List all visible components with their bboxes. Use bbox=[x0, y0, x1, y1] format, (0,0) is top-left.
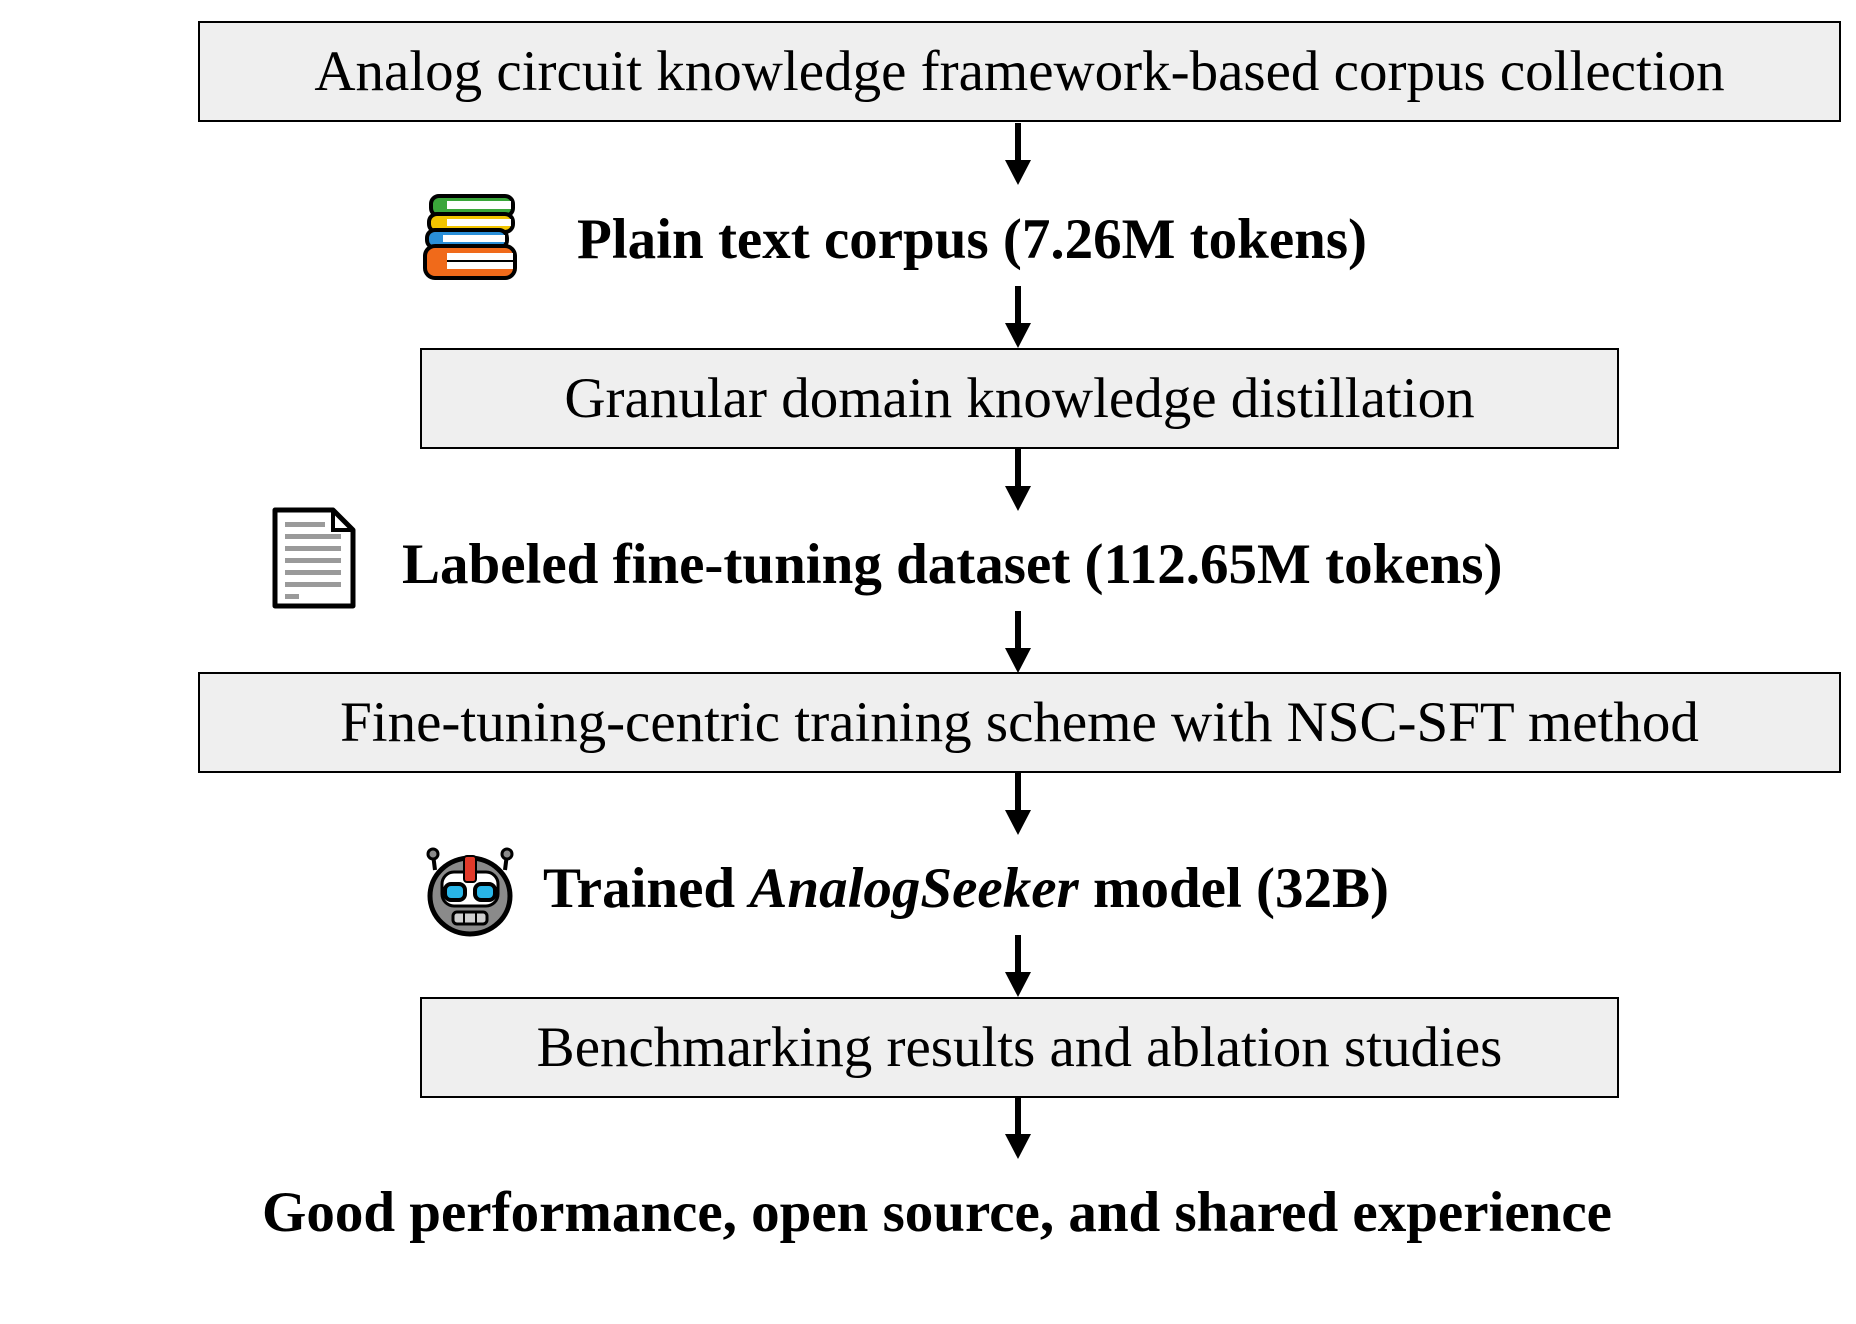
step-trained-model-label: Trained AnalogSeeker model (32B) bbox=[543, 848, 1389, 928]
document-icon bbox=[272, 507, 356, 609]
step-training-scheme-box: Fine-tuning-centric training scheme with… bbox=[198, 672, 1841, 773]
step-labeled-dataset-label: Labeled fine-tuning dataset (112.65M tok… bbox=[402, 524, 1502, 604]
step-training-scheme-text: Fine-tuning-centric training scheme with… bbox=[340, 691, 1699, 754]
step-knowledge-distillation-text: Granular domain knowledge distillation bbox=[564, 367, 1475, 430]
step-plain-text-corpus-text: Plain text corpus (7.26M tokens) bbox=[577, 207, 1368, 271]
step-benchmarking-box: Benchmarking results and ablation studie… bbox=[420, 997, 1619, 1098]
arrow-down-icon bbox=[1005, 123, 1031, 185]
step-corpus-collection-box: Analog circuit knowledge framework-based… bbox=[198, 21, 1841, 122]
step-trained-model-name: AnalogSeeker bbox=[749, 856, 1079, 920]
arrow-down-icon bbox=[1005, 286, 1031, 348]
step-labeled-dataset-text: Labeled fine-tuning dataset (112.65M tok… bbox=[402, 532, 1503, 596]
step-final-outcome-text: Good performance, open source, and share… bbox=[262, 1180, 1612, 1244]
arrow-down-icon bbox=[1005, 611, 1031, 673]
arrow-down-icon bbox=[1005, 449, 1031, 511]
step-final-outcome-label: Good performance, open source, and share… bbox=[262, 1172, 1612, 1252]
arrow-down-icon bbox=[1005, 773, 1031, 835]
step-trained-model-text-after: model (32B) bbox=[1078, 856, 1390, 920]
step-plain-text-corpus-label: Plain text corpus (7.26M tokens) bbox=[577, 199, 1367, 279]
books-icon bbox=[423, 194, 517, 280]
step-knowledge-distillation-box: Granular domain knowledge distillation bbox=[420, 348, 1619, 449]
robot-icon bbox=[426, 847, 514, 937]
step-trained-model-text-before: Trained bbox=[543, 856, 750, 920]
step-corpus-collection-text: Analog circuit knowledge framework-based… bbox=[314, 40, 1725, 103]
arrow-down-icon bbox=[1005, 1097, 1031, 1159]
step-benchmarking-text: Benchmarking results and ablation studie… bbox=[536, 1016, 1503, 1079]
arrow-down-icon bbox=[1005, 935, 1031, 997]
